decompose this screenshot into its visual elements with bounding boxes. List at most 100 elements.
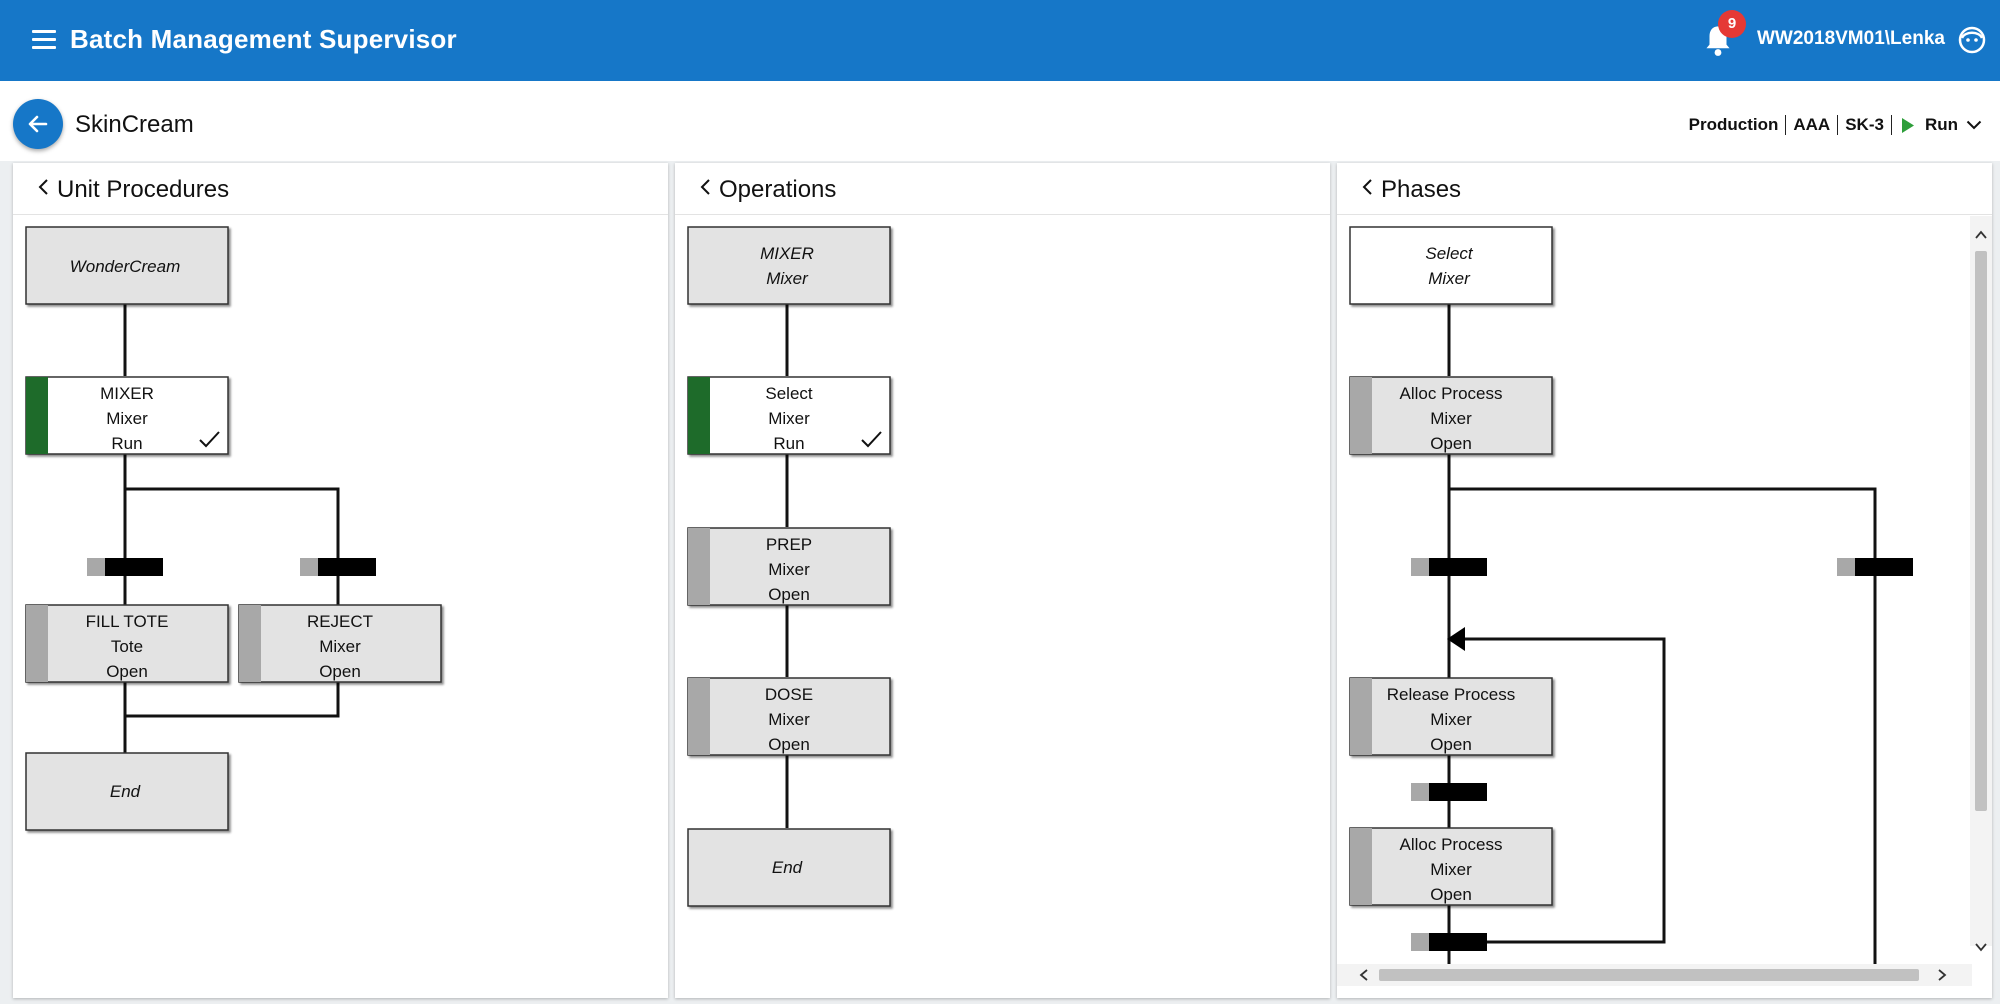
panel-header: Phases [1337,163,1992,215]
phase-alloc-process-2[interactable]: Alloc Process Mixer Open [1349,827,1553,906]
step-state: Open [768,585,810,604]
arrow-left-icon [28,115,48,133]
username: WW2018VM01\Lenka [1757,28,1945,49]
transition-1[interactable] [87,558,163,576]
panel-title: Unit Procedures [57,176,230,203]
transition-2[interactable] [300,558,376,576]
recipe-header: SkinCream Production AAA SK-3 Run [0,81,2000,161]
step-unit: Mixer [319,637,361,656]
status-bar-open [1350,828,1372,905]
scroll-thumb[interactable] [1975,251,1987,811]
divider [1837,115,1839,135]
transition-2[interactable] [1837,558,1913,576]
operation-end[interactable]: End [687,828,891,907]
operation-select[interactable]: Select Mixer Run [687,376,891,455]
chevron-left-icon[interactable] [1357,968,1371,982]
phase-select[interactable]: Select Mixer [1349,226,1553,305]
transition-4[interactable] [1411,933,1487,951]
step-state: Open [768,735,810,754]
notification-count-badge: 9 [1718,10,1746,38]
step-name: FILL TOTE [86,612,169,631]
step-unit: Mixer [766,269,809,288]
panel-header: Unit Procedures [13,163,668,215]
chevron-left-icon[interactable] [35,177,51,197]
status-bar-open [688,678,710,755]
app-title: Batch Management Supervisor [70,24,457,54]
operation-prep[interactable]: PREP Mixer Open [687,527,891,606]
phase-release-process[interactable]: Release Process Mixer Open [1349,677,1553,756]
step-state: Open [1430,885,1472,904]
step-state: Open [1430,434,1472,453]
chevron-up-icon[interactable] [1974,228,1988,242]
menu-icon[interactable] [32,30,56,50]
vertical-scrollbar[interactable] [1970,216,1992,952]
divider [1890,115,1892,135]
phases-panel: Phases Select Mixer [1337,163,1992,998]
step-unit: Mixer [1428,269,1471,288]
step-unit: Tote [111,637,143,656]
scroll-thumb[interactable] [1379,969,1919,981]
step-unit: Mixer [106,409,148,428]
operation-dose[interactable]: DOSE Mixer Open [687,677,891,756]
step-name: Alloc Process [1400,835,1503,854]
step-state: Run [773,434,804,453]
status-bar-open [26,605,48,682]
batch-context: Production AAA SK-3 Run [1689,115,1982,135]
chevron-down-icon[interactable] [1974,940,1988,954]
step-state: Open [106,662,148,681]
transition-1[interactable] [1411,558,1487,576]
unit-procedure-wondercream[interactable]: WonderCream [25,226,229,305]
app-bar: Batch Management Supervisor 9 WW2018VM01… [0,0,2000,81]
loop-arrow-icon [1447,627,1465,651]
context-area: Production [1688,115,1779,134]
checkmark-icon [199,431,220,448]
status-bar-open [239,605,261,682]
horizontal-scrollbar[interactable] [1337,964,1972,986]
play-icon [1901,117,1914,133]
step-name: MIXER [100,384,154,403]
status-bar-open [1350,678,1372,755]
unit-procedure-reject[interactable]: REJECT Mixer Open [238,604,442,683]
phases-chart: Select Mixer Alloc Process Mixer Open Re… [1349,226,1913,976]
step-name: End [772,858,803,877]
unit-procedure-fill-tote[interactable]: FILL TOTE Tote Open [25,604,229,683]
step-unit: Mixer [1430,409,1472,428]
panel-title: Operations [719,176,837,203]
operations-chart: MIXER Mixer Select Mixer Run PREP Mixer … [687,226,891,907]
panel-title: Phases [1381,176,1462,203]
context-unit: AAA [1793,115,1831,134]
user-account-icon[interactable] [1958,26,1986,54]
step-name: Release Process [1387,685,1516,704]
status-bar-run [688,377,710,454]
step-state: Open [1430,735,1472,754]
status-bar-open [688,528,710,605]
chevron-left-icon[interactable] [1359,177,1375,197]
unit-procedures-panel: Unit Procedures WonderCream MIXER Mixer [13,163,668,998]
chevron-right-icon[interactable] [1935,968,1949,982]
chevron-left-icon[interactable] [697,177,713,197]
unit-procedure-end[interactable]: End [25,752,229,831]
recipe-name: SkinCream [75,111,194,138]
transition-3[interactable] [1411,783,1487,801]
step-name: End [110,782,141,801]
connectors [123,304,340,753]
chevron-down-icon[interactable] [1966,120,1982,130]
status-bar-open [1350,377,1372,454]
unit-procedure-mixer[interactable]: MIXER Mixer Run [25,376,229,455]
back-button[interactable] [13,99,63,149]
divider [1785,115,1787,135]
phase-alloc-process[interactable]: Alloc Process Mixer Open [1349,376,1553,455]
step-name: Select [1425,244,1474,263]
step-unit: Mixer [1430,710,1472,729]
batch-state-dropdown[interactable]: Run [1924,115,1958,134]
operation-mixer[interactable]: MIXER Mixer [687,226,891,305]
status-bar-run [26,377,48,454]
step-name: MIXER [760,244,814,263]
step-unit: Mixer [768,409,810,428]
panel-header: Operations [675,163,1330,215]
step-name: REJECT [307,612,373,631]
step-state: Run [111,434,142,453]
step-name: Select [765,384,813,403]
checkmark-icon [861,431,882,448]
context-batch: SK-3 [1845,115,1884,134]
